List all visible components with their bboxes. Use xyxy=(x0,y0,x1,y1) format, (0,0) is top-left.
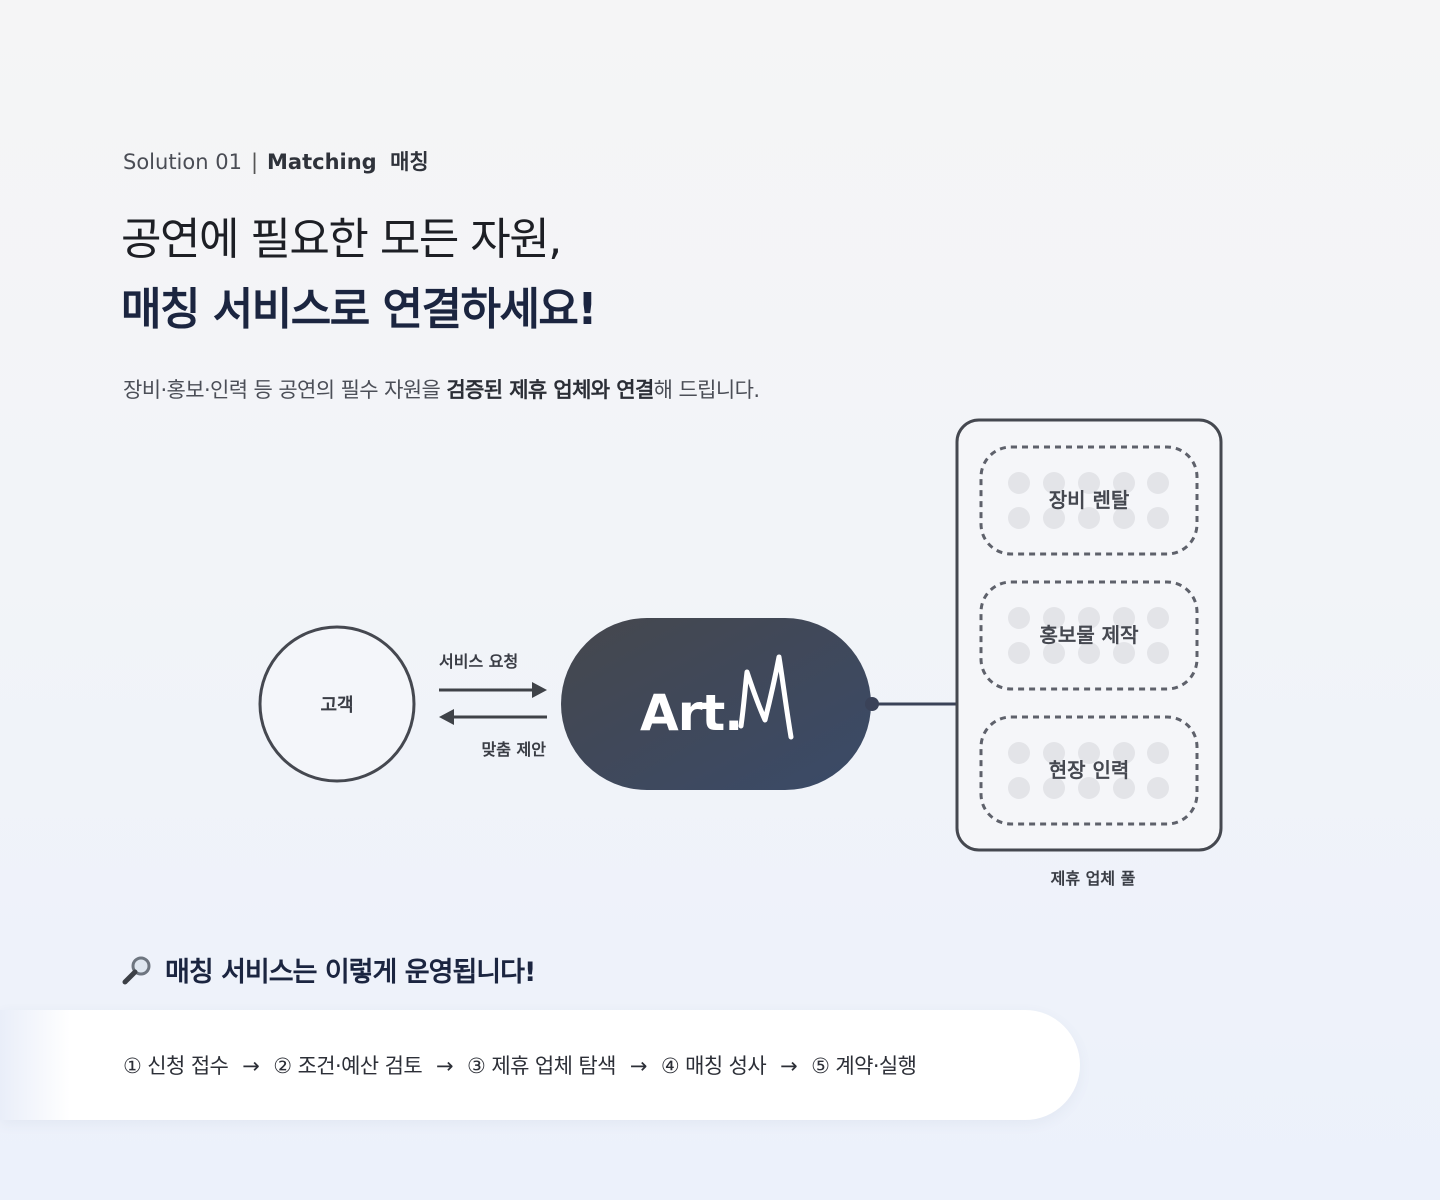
pool-dot xyxy=(1078,642,1100,664)
artm-logo-text: Art. xyxy=(640,684,742,742)
description-part2: 해 드립니다. xyxy=(653,378,760,402)
process-band xyxy=(0,1010,1080,1120)
pool-category-box xyxy=(979,715,1199,826)
customer-label: 고객 xyxy=(320,695,353,716)
step-1: ① 신청 접수 xyxy=(123,1054,229,1078)
pool-dot xyxy=(1008,742,1030,764)
pool-dot xyxy=(1008,777,1030,799)
artm-hub xyxy=(561,618,871,790)
eyebrow-solution: Solution 01 xyxy=(123,150,242,174)
description-bold: 검증된 제휴 업체와 연결 xyxy=(446,378,654,402)
proposal-label: 맞춤 제안 xyxy=(482,740,547,759)
eyebrow-separator: | xyxy=(250,150,259,174)
description-part1: 장비·홍보·인력 등 공연의 필수 자원을 xyxy=(123,378,447,402)
step-2: ② 조건·예산 검토 xyxy=(273,1054,423,1078)
pool-dot xyxy=(1113,607,1135,629)
pool-dot xyxy=(1113,742,1135,764)
pool-dot xyxy=(1043,742,1065,764)
step-4: ④ 매칭 성사 xyxy=(660,1054,767,1078)
pool-dot xyxy=(1043,607,1065,629)
magnifier-icon xyxy=(121,955,153,992)
pool-dot xyxy=(1008,507,1030,529)
step-arrow: → xyxy=(780,1054,798,1078)
pool-label: 제휴 업체 풀 xyxy=(1051,869,1136,888)
pool-category: 장비 렌탈 xyxy=(979,445,1199,556)
eyebrow-korean: 매칭 xyxy=(390,150,429,174)
request-label: 서비스 요청 xyxy=(439,652,518,671)
pool-dot xyxy=(1147,472,1169,494)
pool-dot xyxy=(1078,472,1100,494)
step-3: ③ 제휴 업체 탐색 xyxy=(467,1054,616,1078)
pool-dot xyxy=(1113,507,1135,529)
step-arrow: → xyxy=(436,1054,454,1078)
pool-dot xyxy=(1078,507,1100,529)
pool-category: 현장 인력 xyxy=(979,715,1199,826)
section-eyebrow: Solution 01 | Matching 매칭 xyxy=(123,146,429,176)
pool-dot xyxy=(1043,472,1065,494)
pool-dot xyxy=(1008,472,1030,494)
pool-dot xyxy=(1113,642,1135,664)
process-steps: ① 신청 접수 → ② 조건·예산 검토 → ③ 제휴 업체 탐색 → ④ 매칭 성사 → ⑤ … xyxy=(123,1050,917,1080)
pool-dot xyxy=(1078,742,1100,764)
pool-dot xyxy=(1043,642,1065,664)
pool-dot xyxy=(1147,777,1169,799)
pool-dot xyxy=(1147,507,1169,529)
step-arrow: → xyxy=(629,1054,648,1078)
pool-dot xyxy=(1147,642,1169,664)
pool-dot xyxy=(1078,777,1100,799)
process-title: 매칭 서비스는 이렇게 운영됩니다! xyxy=(121,950,536,992)
pool-dot xyxy=(1043,507,1065,529)
pool-dot xyxy=(1043,777,1065,799)
request-arrow xyxy=(439,682,547,698)
pool-category-label: 홍보물 제작 xyxy=(1040,623,1140,647)
pool-dot xyxy=(1147,607,1169,629)
pool-category-label: 장비 렌탈 xyxy=(1049,488,1130,512)
artm-logo-script xyxy=(738,654,794,740)
step-5: ⑤ 계약·실행 xyxy=(811,1054,917,1078)
section-description: 장비·홍보·인력 등 공연의 필수 자원을 검증된 제휴 업체와 연결해 드립니… xyxy=(123,374,760,404)
pool-category-box xyxy=(979,580,1199,691)
process-title-text: 매칭 서비스는 이렇게 운영됩니다! xyxy=(165,957,536,988)
headline-line1: 공연에 필요한 모든 자원, xyxy=(121,214,562,265)
page-headline: 공연에 필요한 모든 자원, 매칭 서비스로 연결하세요! xyxy=(121,205,597,345)
step-arrow: → xyxy=(242,1054,260,1078)
pool-category-label: 현장 인력 xyxy=(1049,758,1130,782)
pool-dot xyxy=(1113,472,1135,494)
customer-node xyxy=(258,625,416,783)
headline-line2: 매칭 서비스로 연결하세요! xyxy=(121,284,597,335)
artm-logo: Art. xyxy=(640,654,794,742)
pool-category-box xyxy=(979,445,1199,556)
pool-category: 홍보물 제작 xyxy=(979,580,1199,691)
proposal-arrow xyxy=(439,709,547,725)
eyebrow-matching: Matching xyxy=(267,150,377,174)
pool-dot xyxy=(1008,642,1030,664)
pool-dot xyxy=(1113,777,1135,799)
pool-dot xyxy=(1147,742,1169,764)
pool-dot xyxy=(1008,607,1030,629)
pool-dot xyxy=(1078,607,1100,629)
